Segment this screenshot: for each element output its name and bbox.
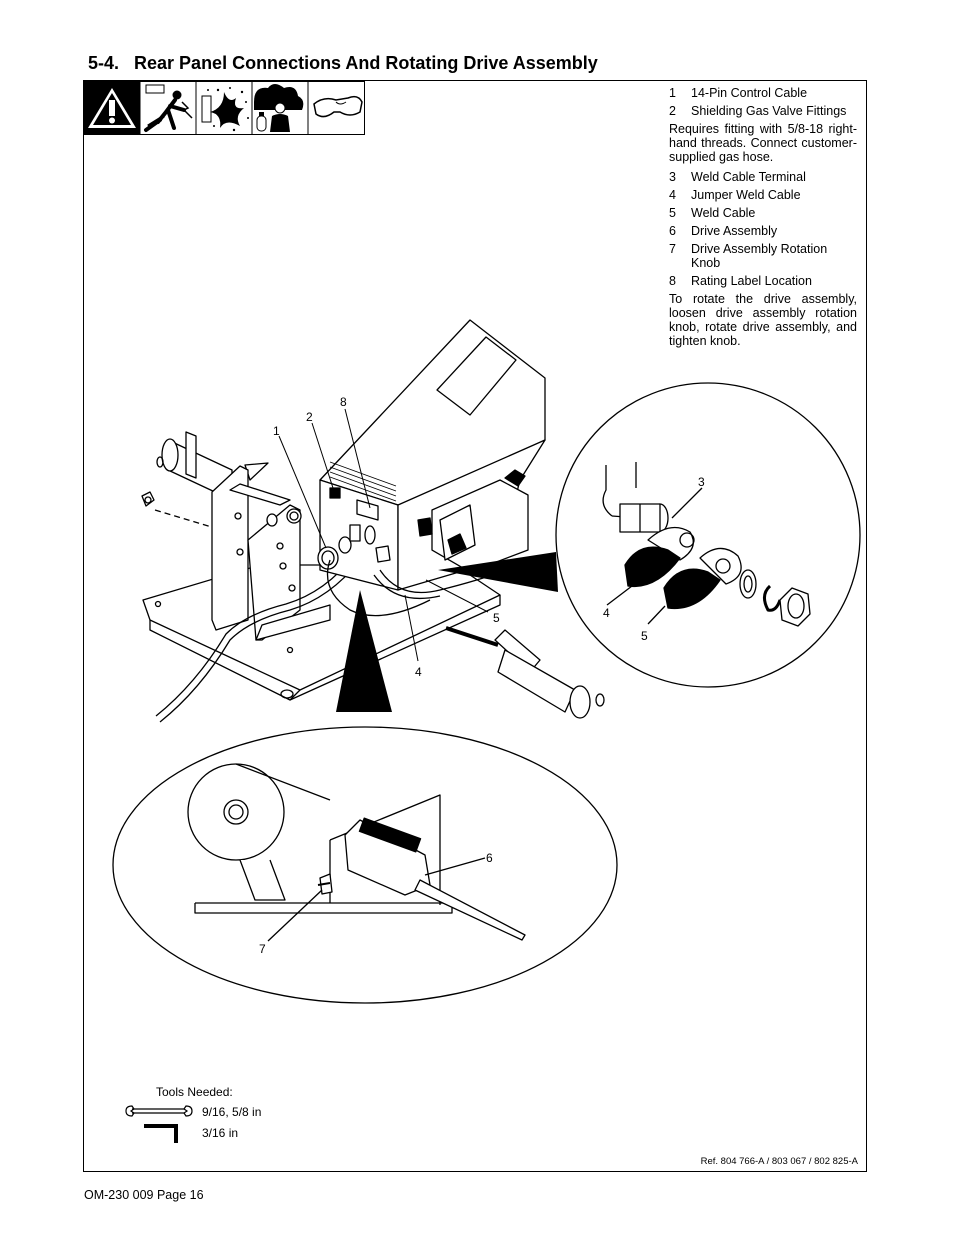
- wrench-sizes: 9/16, 5/8 in: [202, 1105, 262, 1119]
- legend-number: 4: [669, 188, 676, 202]
- detail-weld-terminal: [555, 382, 861, 688]
- figure-frame: [83, 80, 867, 1172]
- legend-item: 3 Weld Cable Terminal: [669, 170, 857, 184]
- detail-drive-rotation: [112, 726, 618, 1004]
- base-plate: [142, 564, 501, 701]
- detail-callout-5: 5: [641, 629, 648, 643]
- legend-number: 3: [669, 170, 676, 184]
- wrench-icon: [125, 1105, 193, 1117]
- callout-8: 8: [340, 395, 347, 409]
- legend-text: Rating Label Location: [691, 274, 812, 288]
- legend-text: Drive Assembly: [691, 224, 778, 238]
- zoom-pointer-drive: [336, 590, 392, 712]
- legend-item: 5 Weld Cable: [669, 206, 857, 220]
- detail-callout-7: 7: [259, 942, 266, 956]
- callout-5: 5: [493, 611, 500, 625]
- hex-key-icon: [144, 1124, 178, 1143]
- warning-triangle-icon: [84, 82, 140, 134]
- legend-text: Shielding Gas Valve Fittings: [691, 104, 847, 118]
- callout-2: 2: [306, 410, 313, 424]
- detail-callout-4: 4: [603, 606, 610, 620]
- legend-number: 5: [669, 206, 676, 220]
- legend-number: 7: [669, 242, 676, 256]
- legend: 1 14-Pin Control Cable 2 Shielding Gas V…: [669, 86, 857, 354]
- legend-number: 2: [669, 104, 676, 118]
- legend-note-fitting: Requires fitting with 5/8-18 right-hand …: [669, 122, 857, 164]
- callout-1: 1: [273, 424, 280, 438]
- feeder-housing: [319, 319, 546, 591]
- legend-text: Weld Cable: [691, 206, 756, 220]
- detail-callout-3: 3: [698, 475, 705, 489]
- fumes-gas-icon: [254, 84, 304, 132]
- spool-bracket: [211, 465, 331, 641]
- page-footer: OM-230 009 Page 16: [84, 1188, 204, 1202]
- electric-shock-icon: [144, 84, 193, 132]
- legend-item: 6 Drive Assembly: [669, 224, 857, 238]
- hex-key-size: 3/16 in: [202, 1126, 239, 1140]
- legend-item: 4 Jumper Weld Cable: [669, 188, 857, 202]
- fire-sparks-icon: [201, 87, 249, 132]
- zoom-pointer-connection: [438, 552, 558, 592]
- legend-text: 14-Pin Control Cable: [691, 86, 808, 100]
- legend-text: Drive Assembly Rotation Knob: [691, 242, 828, 270]
- safety-glasses-icon: [313, 95, 363, 118]
- callout-4: 4: [415, 665, 422, 679]
- legend-note-rotation: To rotate the drive assembly, loosen dri…: [669, 292, 857, 348]
- legend-item: 8 Rating Label Location: [669, 274, 857, 288]
- legend-text: Jumper Weld Cable: [691, 188, 801, 202]
- drive-gun: [445, 626, 605, 719]
- spool-hub: [141, 431, 269, 529]
- warning-icon-strip: [83, 81, 365, 135]
- legend-number: 8: [669, 274, 676, 288]
- legend-number: 1: [669, 86, 676, 100]
- legend-item: 7 Drive Assembly Rotation Knob: [669, 242, 857, 270]
- tools-title: Tools Needed:: [156, 1085, 233, 1099]
- legend-text: Weld Cable Terminal: [691, 170, 806, 184]
- rear-connectors: [317, 524, 501, 617]
- section-title: 5-4. Rear Panel Connections And Rotating…: [88, 53, 598, 73]
- technical-drawing: [112, 319, 861, 1004]
- legend-number: 6: [669, 224, 676, 238]
- legend-item: 1 14-Pin Control Cable: [669, 86, 857, 100]
- detail-callout-6: 6: [486, 851, 493, 865]
- figure-reference: Ref. 804 766-A / 803 067 / 802 825-A: [700, 1156, 858, 1167]
- legend-item: 2 Shielding Gas Valve Fittings: [669, 104, 857, 118]
